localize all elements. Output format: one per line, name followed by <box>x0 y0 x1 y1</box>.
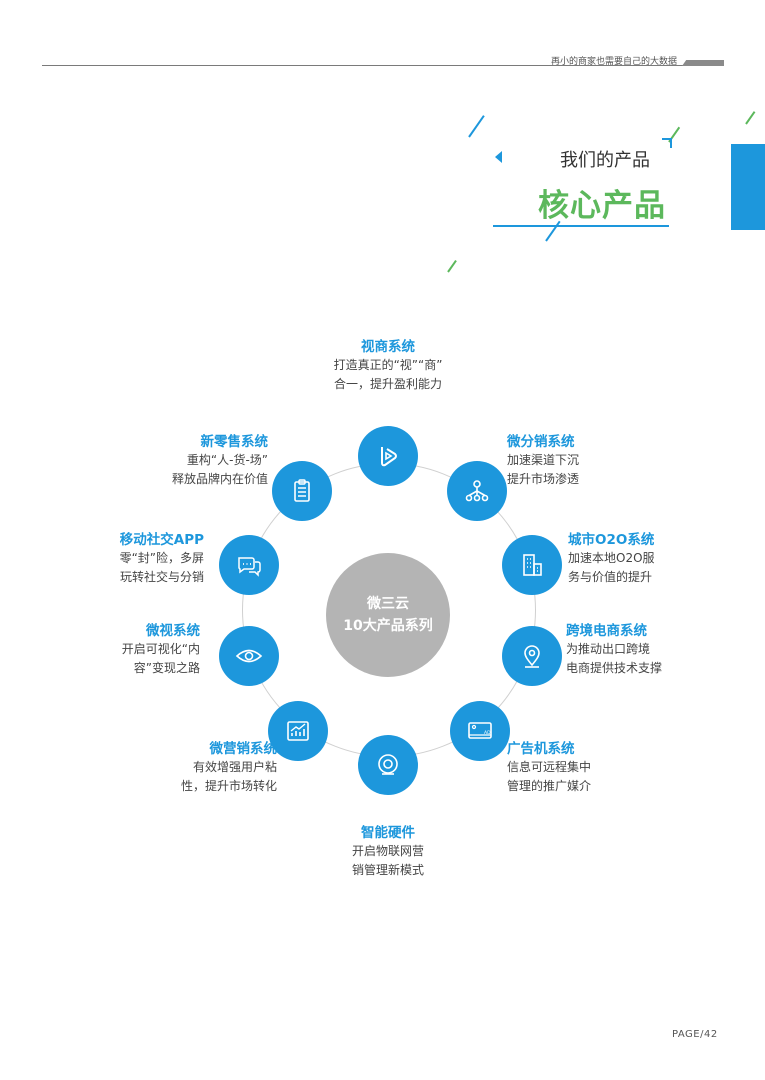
product-desc: 释放品牌内在价值 <box>171 472 268 486</box>
chart-icon <box>287 721 309 741</box>
header-tab-marker <box>682 60 724 66</box>
title-underline <box>493 225 669 227</box>
hardware-icon <box>378 754 398 775</box>
node-new-retail <box>272 461 332 521</box>
product-title: 微视系统 <box>146 623 200 639</box>
building-icon <box>523 554 542 576</box>
product-desc: 提升市场渗透 <box>507 472 580 486</box>
product-desc: 性，提升市场转化 <box>180 779 277 793</box>
page-title: 核心产品 <box>538 188 666 224</box>
header-tagline: 再小的商家也需要自己的大数据 <box>550 57 677 67</box>
product-title: 广告机系统 <box>507 741 575 757</box>
product-title: 移动社交APP <box>119 532 204 548</box>
title-corner-right <box>662 138 672 148</box>
product-desc: 有效增强用户粘 <box>192 760 277 774</box>
title-corner-left <box>495 151 502 163</box>
product-label-cross-border: 跨境电商系统 为推动出口跨境 电商提供技术支撑 <box>566 622 662 678</box>
product-label-micro-marketing: 微营销系统 有效增强用户粘 性，提升市场转化 <box>181 740 277 796</box>
header-divider <box>42 65 724 66</box>
product-title: 跨境电商系统 <box>566 623 647 639</box>
deco-slash <box>745 111 756 125</box>
side-tab-marker <box>731 144 765 230</box>
product-desc: 打造真正的“视”“商” <box>333 358 443 372</box>
node-cross-border <box>502 626 562 686</box>
clipboard-icon <box>294 479 310 502</box>
center-subtitle: 10大产品系列 <box>343 618 433 634</box>
ad-screen-icon: AD <box>468 722 492 739</box>
product-title: 城市O2O系统 <box>568 532 655 548</box>
section-subtitle: 我们的产品 <box>560 150 650 171</box>
ad-label: AD <box>484 730 491 736</box>
product-title: 视商系统 <box>361 339 415 355</box>
node-city-o2o <box>502 535 562 595</box>
product-desc: 为推动出口跨境 <box>566 642 651 656</box>
product-desc: 容”变现之路 <box>133 661 200 675</box>
product-label-micro-video: 微视系统 开启可视化“内 容”变现之路 <box>122 622 200 678</box>
product-desc: 重构“人-货-场” <box>186 453 268 467</box>
product-desc: 玩转社交与分销 <box>119 570 204 584</box>
product-desc: 零“封”险，多屏 <box>119 551 204 565</box>
page-number: PAGE/42 <box>672 1029 718 1040</box>
product-title: 微营销系统 <box>209 741 278 757</box>
product-desc: 合一，提升盈利能力 <box>333 377 442 391</box>
product-desc: 开启物联网营 <box>351 844 424 858</box>
chat-icon <box>238 557 261 577</box>
node-smart-hardware <box>358 735 418 795</box>
node-distribution <box>447 461 507 521</box>
product-label-distribution: 微分销系统 加速渠道下沉 提升市场渗透 <box>507 433 579 489</box>
node-micro-video <box>219 626 279 686</box>
product-desc: 电商提供技术支撑 <box>566 661 663 675</box>
deco-slash <box>468 115 485 138</box>
network-icon <box>465 480 489 502</box>
product-label-smart-hardware: 智能硬件 开启物联网营 销管理新模式 <box>320 824 456 880</box>
product-label-mobile-social: 移动社交APP 零“封”险，多屏 玩转社交与分销 <box>120 531 204 587</box>
product-label-video-commerce: 视商系统 打造真正的“视”“商” 合一，提升盈利能力 <box>305 338 471 394</box>
product-desc: 务与价值的提升 <box>568 570 653 584</box>
location-pin-icon <box>524 645 540 668</box>
deco-slash <box>447 259 457 273</box>
node-mobile-social <box>219 535 279 595</box>
product-desc: 销管理新模式 <box>351 863 424 877</box>
center-title: 微三云 <box>367 596 409 612</box>
product-desc: 开启可视化“内 <box>121 642 200 656</box>
eye-icon <box>235 649 263 663</box>
product-desc: 信息可远程集中 <box>507 760 592 774</box>
product-label-city-o2o: 城市O2O系统 加速本地O2O服 务与价值的提升 <box>568 531 655 587</box>
product-label-ad-machine: 广告机系统 信息可远程集中 管理的推广媒介 <box>507 740 591 796</box>
node-ad-machine: AD <box>450 701 510 761</box>
product-title: 微分销系统 <box>507 434 575 450</box>
center-circle: 微三云 10大产品系列 <box>326 553 450 677</box>
node-micro-marketing <box>268 701 328 761</box>
product-title: 智能硬件 <box>361 825 415 841</box>
product-label-new-retail: 新零售系统 重构“人-货-场” 释放品牌内在价值 <box>172 433 268 489</box>
product-desc: 加速本地O2O服 <box>568 551 655 565</box>
product-desc: 加速渠道下沉 <box>507 453 580 467</box>
product-title: 新零售系统 <box>200 434 269 450</box>
node-video-commerce <box>358 426 418 486</box>
product-desc: 管理的推广媒介 <box>507 779 592 793</box>
play-icon <box>381 447 397 467</box>
